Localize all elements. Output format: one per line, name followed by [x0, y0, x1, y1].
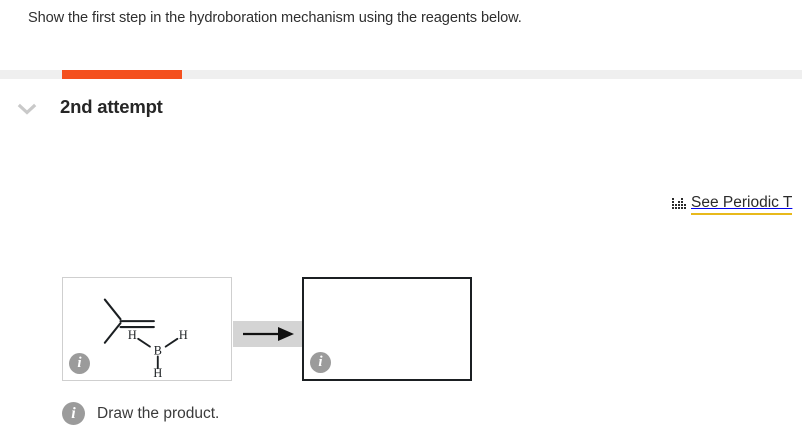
- attempt-progress-fill: [62, 70, 182, 79]
- attempt-header[interactable]: 2nd attempt: [0, 88, 802, 128]
- product-box[interactable]: i: [302, 277, 472, 381]
- chevron-down-icon[interactable]: [17, 102, 37, 116]
- atom-label-h: H: [128, 328, 137, 342]
- reactant-molecule-drawing: H H B H: [103, 298, 188, 380]
- attempt-title: 2nd attempt: [60, 96, 163, 117]
- atom-label-b: B: [154, 344, 162, 358]
- hint-row: i Draw the product.: [62, 402, 219, 425]
- question-prompt: Show the first step in the hydroboration…: [28, 10, 522, 26]
- see-periodic-table-link[interactable]: See Periodic T: [672, 192, 793, 216]
- hint-text: Draw the product.: [97, 404, 220, 422]
- product-info-icon[interactable]: i: [310, 352, 331, 373]
- attempt-progress-track: [0, 70, 802, 79]
- reaction-arrow-icon: [243, 327, 294, 341]
- reaction-arrow: [233, 321, 302, 347]
- atom-label-h: H: [153, 366, 162, 380]
- reactant-info-icon[interactable]: i: [69, 353, 90, 374]
- reaction-area: H H B H i i: [0, 277, 802, 384]
- reactant-box[interactable]: H H B H i: [62, 277, 232, 381]
- atom-label-h: H: [179, 328, 188, 342]
- see-periodic-table-label: See Periodic T: [691, 194, 793, 215]
- hint-info-icon[interactable]: i: [62, 402, 85, 425]
- periodic-table-icon: [672, 197, 687, 211]
